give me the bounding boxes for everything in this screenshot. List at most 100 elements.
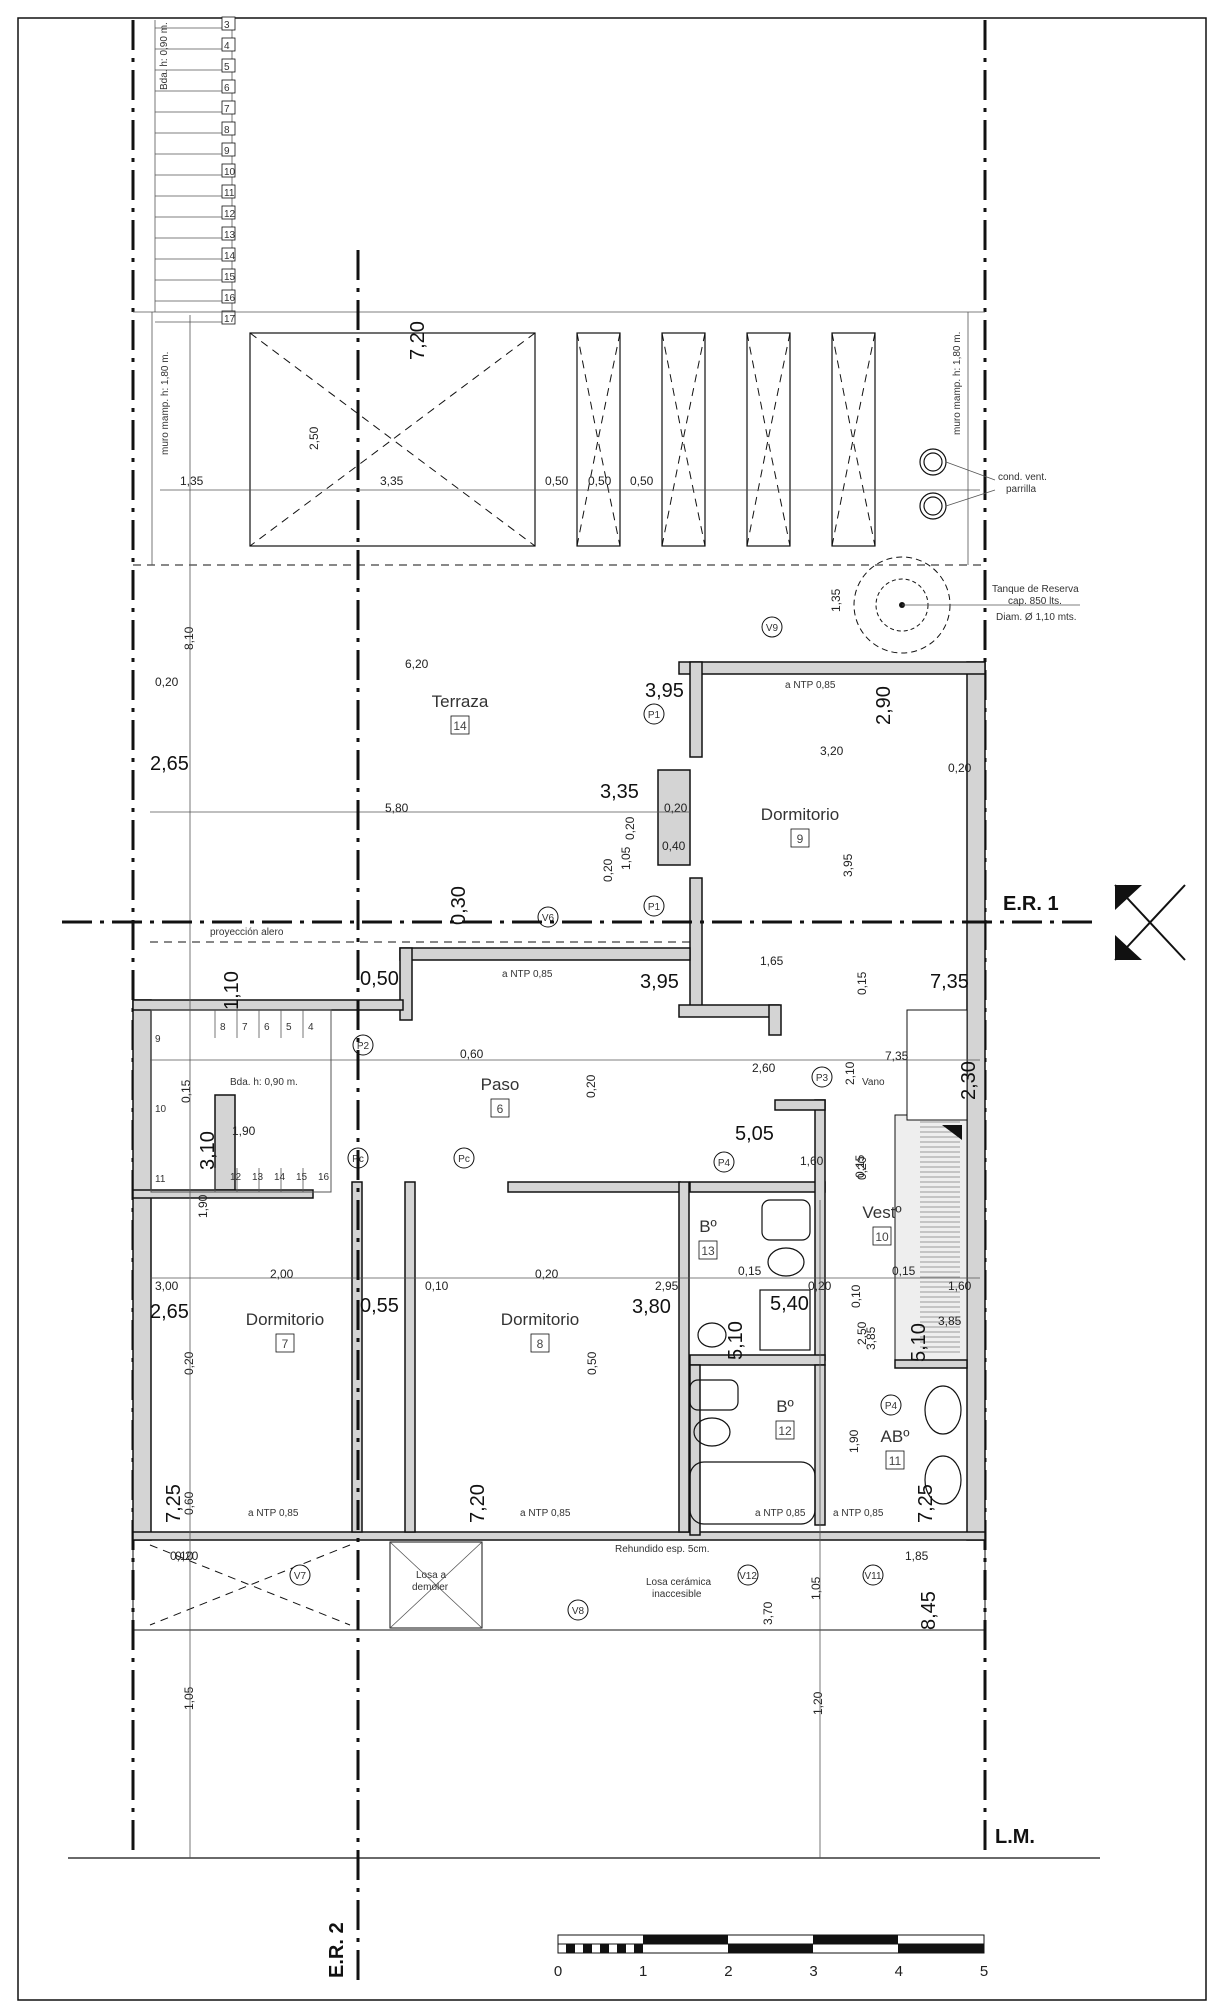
level-mark: 5,10 (725, 1321, 747, 1360)
level-mark: 7,20 (407, 321, 429, 360)
room-number: 9 (797, 832, 804, 846)
room-name: Dormitorio (501, 1310, 579, 1329)
dimension-label: 1,60 (800, 1154, 824, 1168)
mid-stair-step: 14 (274, 1172, 286, 1183)
losa-ceramica-2: inaccesible (652, 1589, 702, 1600)
dimension-label: 3,70 (761, 1601, 775, 1625)
losa-demoler-1: Losa a (416, 1570, 446, 1581)
dimension-label: 0,10 (425, 1279, 449, 1293)
ventilation-ducts (919, 448, 996, 520)
dimension-label: 0,20 (664, 801, 688, 815)
stair-step-number: 11 (224, 188, 235, 199)
stair-mid-label: Bda. h: 0,90 m. (230, 1077, 298, 1088)
dimension-label: 3,85 (864, 1326, 878, 1350)
stair-step-number: 12 (224, 209, 236, 220)
er2-label: E.R. 2 (326, 1922, 348, 1978)
stair-step-number: 6 (224, 83, 230, 94)
tank-label-2: cap. 850 lts. (1008, 596, 1062, 607)
closet-hatch (920, 1121, 960, 1353)
bottom-slab (132, 1539, 986, 1631)
dimension-label: 0,20 (948, 761, 972, 775)
dimension-label: 0,20 (601, 858, 615, 882)
dimension-label: 3,95 (841, 853, 855, 877)
level-mark: 1,10 (221, 971, 243, 1010)
scale-tick-label: 5 (980, 1963, 988, 1980)
level-mark: 7,20 (467, 1484, 489, 1523)
opening-tag: V11 (864, 1571, 881, 1582)
level-mark: 2,30 (958, 1061, 980, 1100)
vano-label: Vano (862, 1077, 885, 1088)
dimension-label: 3,20 (820, 744, 844, 758)
dimension-label: 7,35 (885, 1049, 909, 1063)
opening-tag: V8 (572, 1606, 585, 1617)
room-number: 10 (875, 1230, 889, 1244)
mid-stair-step: 5 (286, 1022, 292, 1033)
mid-stair-step: 12 (230, 1172, 242, 1183)
dimension-label: 1,90 (847, 1429, 861, 1453)
dimension-label: 0,10 (849, 1284, 863, 1308)
level-mark: 3,10 (197, 1131, 219, 1170)
bathroom-fixtures (689, 1199, 962, 1525)
dimension-label: 0,15 (853, 1154, 867, 1178)
dimension-label: 2,95 (655, 1279, 679, 1293)
dimension-label: 1,85 (905, 1549, 929, 1563)
level-mark: 0,55 (360, 1295, 399, 1317)
level-mark: 2,90 (873, 686, 895, 725)
opening-tag: V9 (766, 623, 779, 634)
walls (132, 661, 986, 1541)
level-mark: 5,10 (908, 1323, 930, 1362)
ntp-label-4: a NTP 0,85 (520, 1508, 571, 1519)
scale-bar (557, 1934, 985, 1954)
dimension-label: 0,20 (182, 1351, 196, 1375)
mid-stair-step: 10 (155, 1104, 167, 1115)
dimension-label: 2,10 (843, 1061, 857, 1085)
dimension-label: 1,65 (760, 954, 784, 968)
tank-label-1: Tanque de Reserva (992, 584, 1079, 595)
dimension-label: 5,80 (385, 801, 409, 815)
level-mark: 5,40 (770, 1293, 809, 1315)
room-number: 12 (778, 1424, 792, 1438)
level-mark: 0,30 (448, 886, 470, 925)
dimension-label: 0,20 (584, 1074, 598, 1098)
ntp-label-3: a NTP 0,85 (248, 1508, 299, 1519)
mid-stair-step: 9 (155, 1034, 161, 1045)
room-number: 11 (889, 1454, 902, 1468)
scale-tick-label: 4 (895, 1963, 903, 1980)
mid-stair-step: 7 (242, 1022, 248, 1033)
dimension-label: 0,10 (170, 1549, 194, 1563)
dimension-label: 0,15 (179, 1079, 193, 1103)
dimension-label: 2,60 (752, 1061, 776, 1075)
cond-vent-sub-label: parrilla (1006, 484, 1036, 495)
dimension-label: 2,00 (270, 1267, 294, 1281)
cond-vent-label: cond. vent. (998, 472, 1047, 483)
level-mark: 3,95 (645, 680, 684, 702)
scale-tick-label: 2 (724, 1963, 732, 1980)
dimension-label: 1,90 (232, 1124, 256, 1138)
reserve-tank (853, 556, 1080, 654)
dimension-label: 2,50 (855, 1321, 869, 1345)
mid-stair-step: 8 (220, 1022, 226, 1033)
dimension-label: 0,20 (855, 1156, 869, 1180)
opening-tag: P3 (816, 1073, 829, 1084)
stair-top-label: Bda. h: 0,90 m. (159, 22, 170, 90)
muro-left-label: muro mamp. h: 1,80 m. (160, 352, 171, 455)
dimension-label: 1,60 (948, 1279, 972, 1293)
dimension-label: 0,40 (662, 839, 686, 853)
dimension-label: 0,50 (545, 474, 569, 488)
losa-ceramica-1: Losa cerámica (646, 1577, 711, 1588)
stair-step-number: 8 (224, 125, 230, 136)
ntp-label-6: a NTP 0,85 (833, 1508, 884, 1519)
opening-tag: V7 (294, 1571, 307, 1582)
scale-tick-label: 3 (809, 1963, 817, 1980)
level-mark: 3,95 (640, 971, 679, 993)
dimension-label: 0,50 (585, 1351, 599, 1375)
closet-marker (942, 1125, 962, 1140)
opening-tag: V6 (542, 913, 555, 924)
room-number: 6 (497, 1102, 504, 1116)
opening-tag: P4 (718, 1158, 731, 1169)
